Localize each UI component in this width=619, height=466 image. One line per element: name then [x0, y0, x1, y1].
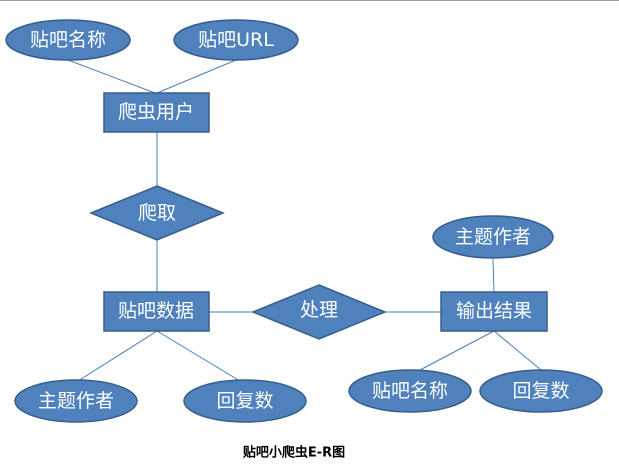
- top-border: [0, 0, 619, 1]
- entity-tieba-data: 贴吧数据: [103, 291, 210, 332]
- attribute-tieba-name: 贴吧名称: [5, 19, 131, 61]
- relationship-crawl: 爬取: [89, 185, 225, 241]
- attribute-output-reply-count: 回复数: [479, 369, 603, 413]
- diagram-caption: 贴吧小爬虫E-R图: [243, 445, 345, 461]
- attribute-output-topic-author: 主题作者: [432, 215, 554, 259]
- attribute-label: 贴吧名称: [372, 380, 448, 402]
- relationship-label: 处理: [300, 299, 338, 321]
- edge-user-url: [156, 59, 237, 94]
- attribute-label: 回复数: [216, 390, 273, 412]
- edge-output-name: [419, 330, 495, 371]
- attribute-data-topic-author: 主题作者: [14, 379, 138, 423]
- attribute-label: 回复数: [512, 380, 569, 402]
- relationship-process: 处理: [251, 284, 387, 340]
- attribute-label: 贴吧URL: [198, 29, 274, 51]
- entity-label: 输出结果: [456, 300, 532, 322]
- relationship-label: 爬取: [138, 202, 176, 224]
- edge-user-name: [67, 59, 156, 94]
- entity-label: 贴吧数据: [118, 300, 194, 322]
- edge-output-author: [492, 258, 495, 293]
- edge-data-author: [77, 330, 158, 382]
- attribute-label: 主题作者: [455, 226, 531, 248]
- entity-output-result: 输出结果: [440, 291, 548, 332]
- connectors: [67, 59, 542, 382]
- entity-crawler-user: 爬虫用户: [103, 92, 210, 133]
- attribute-label: 贴吧名称: [30, 29, 106, 51]
- attribute-data-reply-count: 回复数: [183, 379, 307, 423]
- attribute-output-tieba-name: 贴吧名称: [348, 369, 472, 413]
- edge-output-reply: [493, 330, 542, 371]
- attribute-label: 主题作者: [38, 390, 114, 412]
- entity-label: 爬虫用户: [118, 101, 194, 123]
- attribute-tieba-url: 贴吧URL: [173, 19, 299, 61]
- edge-data-reply: [156, 330, 241, 382]
